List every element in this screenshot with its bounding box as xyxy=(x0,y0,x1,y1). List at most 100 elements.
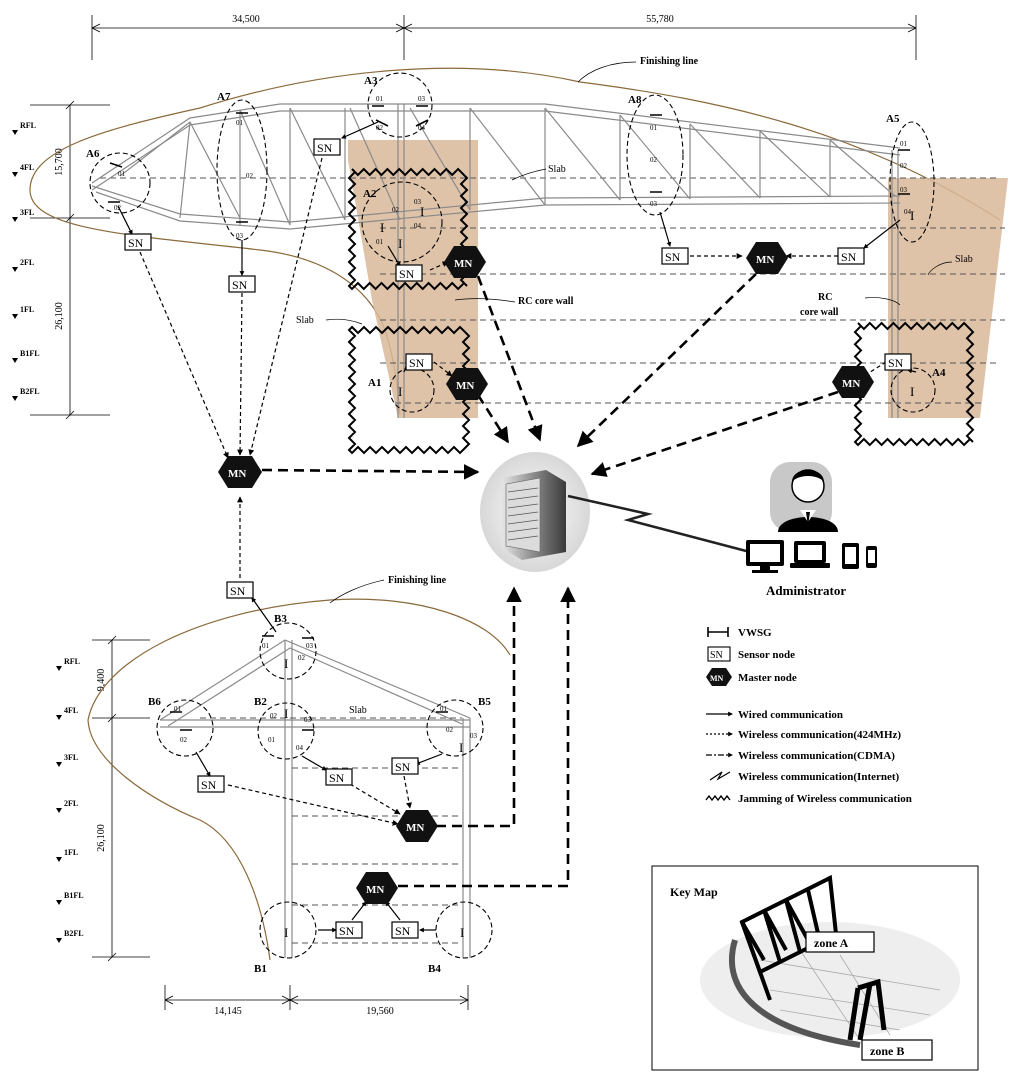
legend-vwsg-text: VWSG xyxy=(738,627,772,639)
zone-a-clusters xyxy=(89,72,936,413)
legend-internet-icon xyxy=(709,771,731,781)
finishing-line-label-a: Finishing line xyxy=(640,56,699,67)
gauge-a5-01: 01 xyxy=(900,140,908,148)
slab-label-a-top: Slab xyxy=(548,164,566,175)
gauge-b2-04: 04 xyxy=(296,744,304,752)
vwsg-a2-b: I xyxy=(398,236,402,251)
mn-a1-label: MN xyxy=(456,380,474,392)
key-map-zone-a: zone A xyxy=(814,936,849,950)
sn-a6-label: SN xyxy=(128,236,144,250)
jamming-zones-a xyxy=(347,167,975,455)
gauge-b3-03: 03 xyxy=(306,642,314,650)
rc-core-wall-right xyxy=(888,178,1008,418)
gauge-a2-01: 01 xyxy=(376,238,384,246)
sn-b6-label: SN xyxy=(201,778,217,792)
sn-b2-label: SN xyxy=(329,771,345,785)
gauge-a7-03: 03 xyxy=(236,232,244,240)
legend-jamming-text: Jamming of Wireless communication xyxy=(738,793,912,805)
gauge-a5-02: 02 xyxy=(900,162,908,170)
dim-b-lower: 26,100 xyxy=(96,824,107,852)
finishing-line-label-b: Finishing line xyxy=(388,575,447,586)
key-map-truss-b xyxy=(847,978,887,1041)
sn-b3: SN xyxy=(226,581,254,599)
sn-a6: SN xyxy=(124,233,152,251)
administrator-icon xyxy=(770,462,838,532)
gauge-a5-03: 03 xyxy=(900,186,908,194)
sn-a7: SN xyxy=(228,275,256,293)
sn-b1-label: SN xyxy=(339,924,355,938)
gauge-a3-04: 04 xyxy=(418,124,426,132)
dim-bottom-right: 19,560 xyxy=(366,1006,394,1017)
legend-mn-icon: MN xyxy=(706,668,732,686)
zone-b-floor-levels: 9,400 26,100 RFL 4FL 3FL 2FL 1FL B1FL B2… xyxy=(56,635,150,962)
gauge-a2-04: 04 xyxy=(414,222,422,230)
gauge-a8-03: 03 xyxy=(650,200,658,208)
bottom-dimensions xyxy=(164,985,469,1010)
floor-b-4fl: 4FL xyxy=(64,706,78,715)
floor-a-b1fl: B1FL xyxy=(20,349,40,358)
mn-zone-a-main-label: MN xyxy=(228,468,246,480)
sn-a2: SN xyxy=(395,264,423,282)
vwsg-a4: I xyxy=(910,384,914,399)
sn-a8: SN xyxy=(661,247,689,265)
mn-a4: MN xyxy=(832,366,874,398)
jamming-zone-1 xyxy=(347,167,469,291)
floor-b-1fl: 1FL xyxy=(64,848,78,857)
mn-zone-a-main: MN xyxy=(218,456,262,488)
master-to-server-links xyxy=(261,273,839,888)
mn-a2: MN xyxy=(444,246,486,278)
sn-b4-label: SN xyxy=(395,924,411,938)
gauge-b5-01: 01 xyxy=(440,705,448,713)
dim-b-upper: 9,400 xyxy=(96,669,107,692)
legend-sn-text: Sensor node xyxy=(738,649,795,661)
jamming-zone-3 xyxy=(853,321,975,447)
gauge-a8-02: 02 xyxy=(650,156,658,164)
slab-label-a-left: Slab xyxy=(296,315,314,326)
rc-core-wall-label-left: RC core wall xyxy=(518,296,574,307)
floor-a-3fl: 3FL xyxy=(20,208,34,217)
key-map-title: Key Map xyxy=(670,885,718,899)
finishing-line-b xyxy=(87,598,511,961)
jamming-zone-2 xyxy=(347,325,471,455)
cluster-label-b4: B4 xyxy=(428,963,441,975)
sn-a3: SN xyxy=(313,138,341,156)
floor-a-1fl: 1FL xyxy=(20,305,34,314)
slab-label-b: Slab xyxy=(349,705,367,716)
gauge-b2-03: 03 xyxy=(304,716,312,724)
zone-a-floor-levels: 15,700 26,100 RFL 4FL 3FL 2FL 1FL B1FL B… xyxy=(12,100,110,420)
dim-top-left: 34,500 xyxy=(232,14,260,25)
legend-internet-text: Wireless communication(Internet) xyxy=(738,771,900,783)
floor-b-3fl: 3FL xyxy=(64,753,78,762)
legend-sn-icon: SN xyxy=(707,646,731,662)
zone-b-gauges xyxy=(170,635,448,731)
floor-b-b1fl: B1FL xyxy=(64,891,84,900)
sn-a7-label: SN xyxy=(232,278,248,292)
gauge-b6-02: 02 xyxy=(180,736,188,744)
sensor-nodes: SN SN SN SN SN SN SN SN SN SN SN SN SN S… xyxy=(124,138,912,939)
vwsg-b4: I xyxy=(460,925,464,940)
floor-a-b2fl: B2FL xyxy=(20,387,40,396)
gauge-b5-02: 02 xyxy=(446,726,454,734)
floor-a-2fl: 2FL xyxy=(20,258,34,267)
rc-label-right: RC xyxy=(818,292,832,303)
slab-label-a-right: Slab xyxy=(955,254,973,265)
gauge-a6-02: 02 xyxy=(114,204,122,212)
cluster-label-b3: B3 xyxy=(274,613,287,625)
floor-a-rfl: RFL xyxy=(20,121,36,130)
legend-424-text: Wireless communication(424MHz) xyxy=(738,729,901,741)
legend-cdma-text: Wireless communication(CDMA) xyxy=(738,750,895,762)
cluster-label-a7: A7 xyxy=(217,91,231,103)
top-dimensions xyxy=(91,15,917,60)
legend-mn-text: Master node xyxy=(738,672,797,684)
dim-a-upper: 15,700 xyxy=(54,148,65,176)
sn-a8-label: SN xyxy=(665,250,681,264)
sn-b3-label: SN xyxy=(230,584,246,598)
sn-a4: SN xyxy=(884,353,912,371)
sensor-to-master-links xyxy=(139,157,887,826)
gauge-b3-01: 01 xyxy=(262,642,270,650)
vwsg-b1: I xyxy=(284,925,288,940)
server-icon xyxy=(480,452,590,572)
gauge-b2-01: 01 xyxy=(268,736,276,744)
master-nodes: MN MN MN MN MN MN MN xyxy=(218,242,874,904)
